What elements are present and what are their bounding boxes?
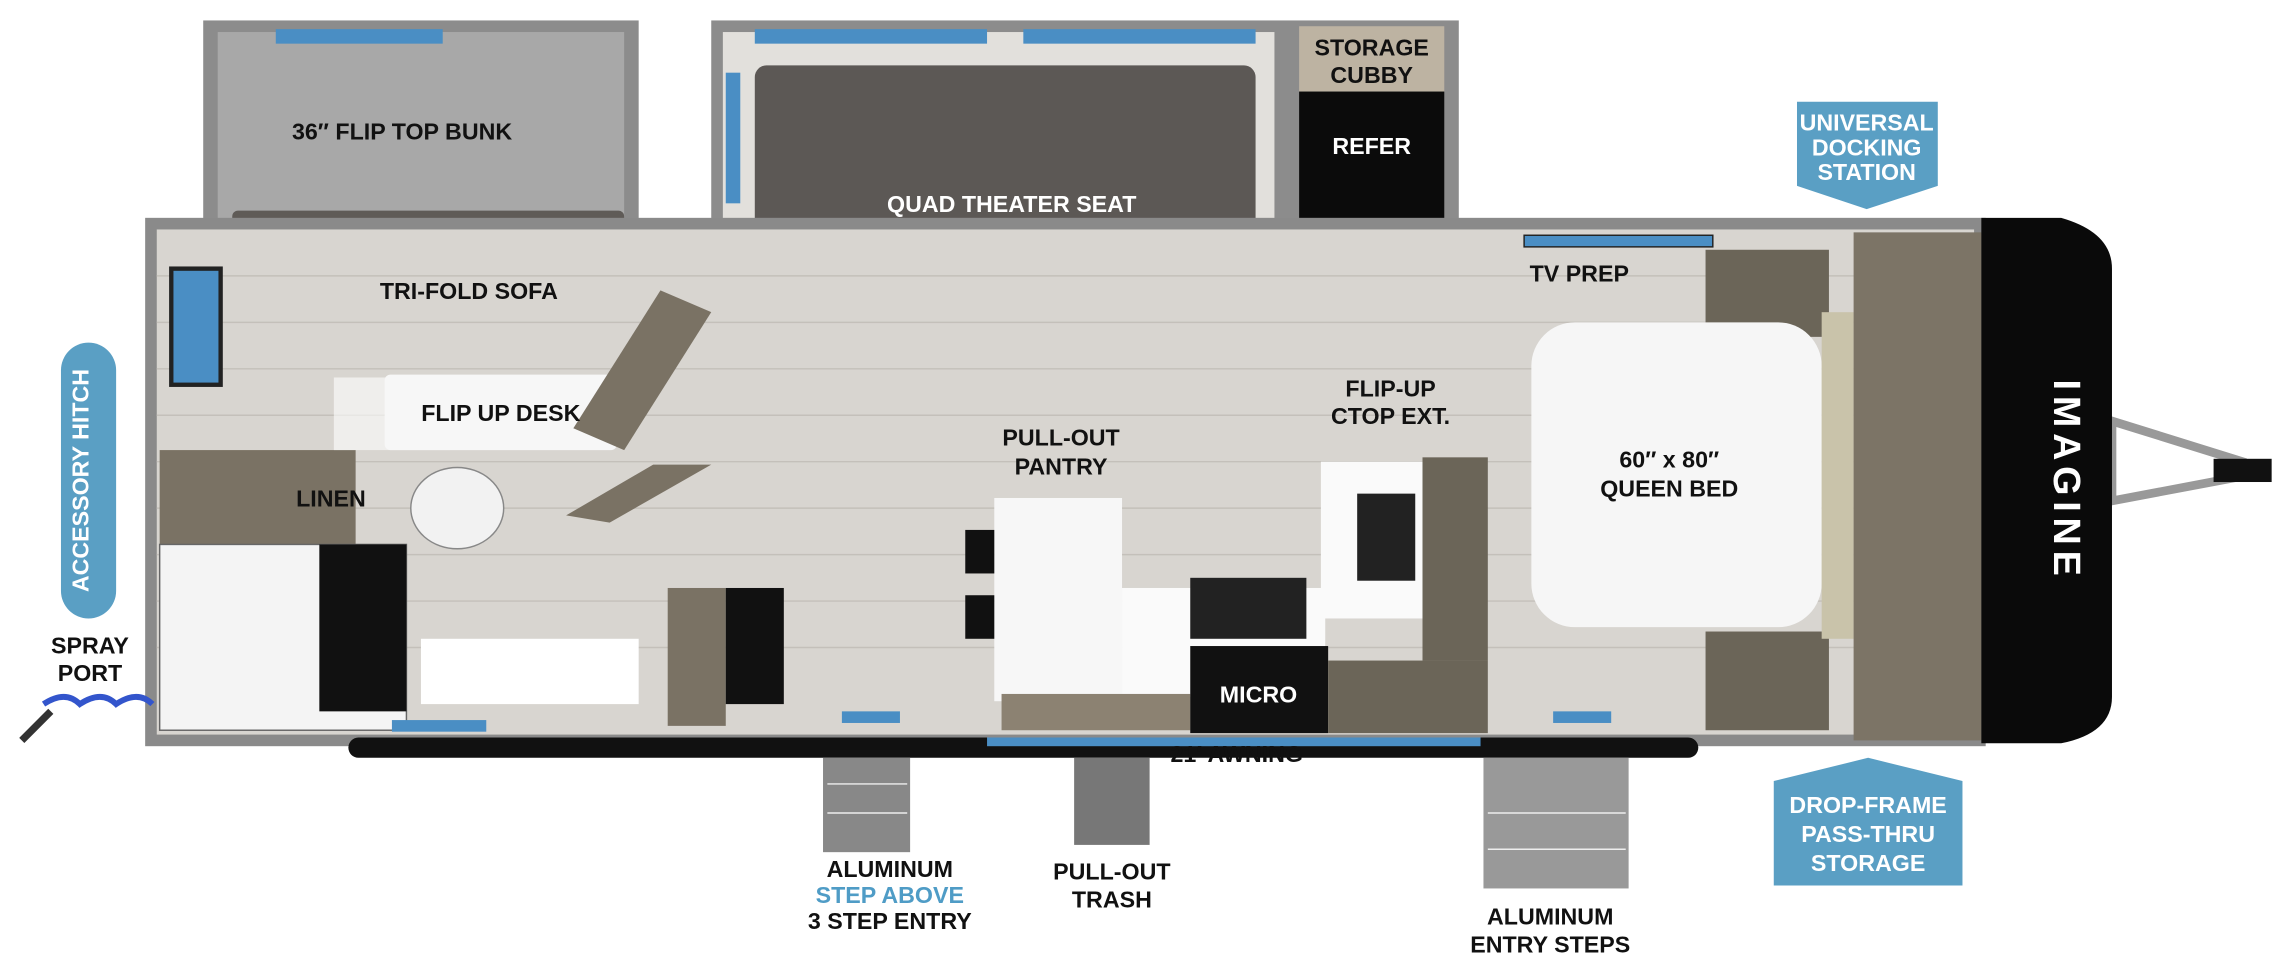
window	[1553, 711, 1612, 723]
wardrobe-lower	[1705, 631, 1829, 731]
toilet	[410, 466, 505, 550]
linen-cabinet	[159, 450, 356, 545]
svg-text:STATION: STATION	[1817, 159, 1915, 185]
kitchen-cabinet	[1328, 660, 1488, 734]
label-spray-port-1: SPRAY	[51, 632, 129, 658]
nightstand	[1821, 312, 1854, 639]
bath-storage	[725, 587, 784, 705]
awning-accent	[987, 737, 1481, 747]
brand-logo: IMAGINE	[2046, 380, 2088, 582]
label-flip-up-desk: FLIP UP DESK	[421, 400, 580, 426]
theater-slideout	[711, 20, 1459, 240]
queen-bed	[1531, 322, 1822, 628]
label-step-2: STEP ABOVE	[816, 882, 964, 908]
svg-text:STORAGE: STORAGE	[1811, 850, 1925, 876]
label-trash-2: TRASH	[1072, 886, 1152, 912]
spice-cabinet	[1422, 457, 1488, 661]
window	[841, 711, 900, 723]
label-quad-theater-seat: QUAD THEATER SEAT	[887, 191, 1136, 217]
spray-port-hose-icon	[19, 693, 155, 743]
label-refer: REFER	[1332, 133, 1411, 159]
label-spray-port-2: PORT	[58, 660, 123, 686]
rear-window	[169, 266, 223, 387]
stool	[965, 595, 995, 639]
shower-door	[319, 544, 407, 712]
label-tv-prep: TV PREP	[1530, 261, 1629, 287]
lower-drawers	[1001, 693, 1191, 731]
badge-accessory-hitch: ACCESSORY HITCH	[60, 342, 117, 619]
label-trash-1: PULL-OUT	[1053, 859, 1170, 885]
label-pantry-1: PULL-OUT	[1002, 425, 1119, 451]
microwave	[1190, 646, 1329, 734]
badge-docking-station: UNIVERSAL DOCKING STATION	[1796, 101, 1938, 210]
label-awning: 21′ AWNING	[1170, 741, 1302, 767]
label-bed-size: 60″ x 80″	[1619, 447, 1719, 473]
badge-pass-thru-storage: DROP-FRAME PASS-THRU STORAGE	[1773, 757, 1963, 886]
kitchen-sink	[1357, 493, 1416, 581]
stovetop	[1190, 577, 1307, 639]
bath-cabinet	[667, 587, 726, 726]
bath-door-2[interactable]	[566, 464, 712, 523]
label-storage-cubby-2: CUBBY	[1330, 62, 1413, 88]
svg-text:ACCESSORY HITCH: ACCESSORY HITCH	[68, 369, 94, 592]
label-entry-steps-1: ALUMINUM	[1487, 904, 1613, 930]
label-step-1: ALUMINUM	[827, 856, 953, 882]
label-linen: LINEN	[296, 486, 366, 512]
svg-text:PASS-THRU: PASS-THRU	[1801, 821, 1935, 847]
flip-up-desk[interactable]	[384, 374, 617, 451]
label-queen-bed: QUEEN BED	[1600, 476, 1738, 502]
front-cap	[1981, 217, 2112, 744]
bath-door[interactable]	[573, 290, 712, 451]
window	[391, 720, 487, 732]
step-above-entry	[823, 757, 911, 853]
label-storage-cubby-1: STORAGE	[1314, 34, 1428, 60]
a-frame-hitch	[2107, 415, 2272, 507]
pass-thru-closet	[1853, 232, 1982, 741]
label-pantry-2: PANTRY	[1015, 454, 1108, 480]
label-tri-fold-sofa: TRI-FOLD SOFA	[380, 278, 558, 304]
label-entry-steps-2: ENTRY STEPS	[1470, 931, 1630, 957]
label-ctop-2: CTOP EXT.	[1331, 403, 1450, 429]
tv-window	[1523, 234, 1714, 248]
pull-out-trash[interactable]	[1074, 757, 1150, 845]
aluminum-entry-steps	[1483, 757, 1629, 889]
stool	[965, 529, 995, 574]
svg-text:DROP-FRAME: DROP-FRAME	[1789, 792, 1946, 818]
label-micro: MICRO	[1220, 682, 1297, 708]
bath-sink	[420, 638, 639, 705]
label-ctop-1: FLIP-UP	[1345, 375, 1435, 401]
label-flip-top-bunk: 36″ FLIP TOP BUNK	[292, 118, 512, 144]
pantry-island	[994, 497, 1123, 702]
svg-text:DOCKING: DOCKING	[1812, 134, 1922, 160]
label-step-3: 3 STEP ENTRY	[808, 908, 972, 934]
svg-text:UNIVERSAL: UNIVERSAL	[1800, 110, 1934, 136]
